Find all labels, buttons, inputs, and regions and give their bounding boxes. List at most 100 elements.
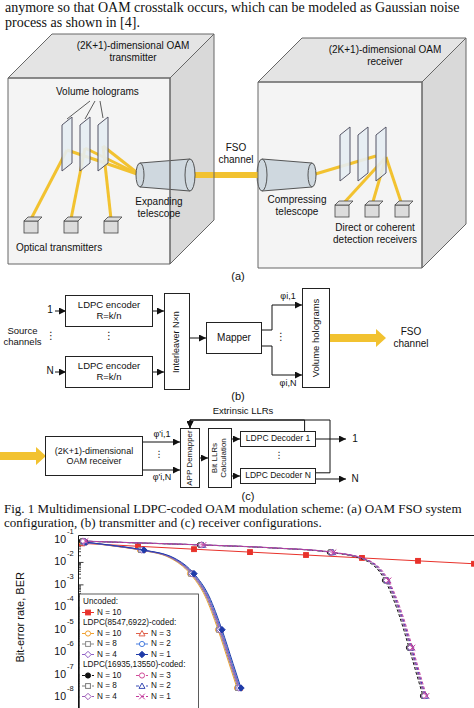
legend-entry: N = 8 xyxy=(97,681,117,690)
connector-label: φ'i,N xyxy=(146,472,178,482)
part-label: Source channels xyxy=(0,326,45,348)
legend-entry: N = 3 xyxy=(151,629,171,638)
signal-connector xyxy=(232,439,240,440)
data-marker xyxy=(192,547,197,552)
data-marker xyxy=(139,641,144,646)
panel-label: (a) xyxy=(226,270,250,283)
legend-heading: Uncoded: xyxy=(83,597,198,606)
node-label: Volume holograms xyxy=(311,290,321,386)
data-marker xyxy=(86,610,91,615)
axis-tick xyxy=(79,588,82,589)
data-marker xyxy=(85,673,90,678)
axis-tick xyxy=(79,589,82,590)
part-label: Compressing telescope xyxy=(262,194,332,217)
signal-connector xyxy=(262,346,302,375)
ber-curve xyxy=(82,543,474,563)
node-label: APP Demapper xyxy=(186,430,195,486)
data-marker xyxy=(139,631,145,636)
connector-label: φi,N xyxy=(275,378,301,388)
part-label: Optical transmitters xyxy=(16,242,136,254)
legend-entry: N = 2 xyxy=(151,681,171,690)
output-index: 1 xyxy=(350,433,360,445)
demapper-box: APP Demapper xyxy=(180,428,200,488)
axis-title: Bit-error rate, BER xyxy=(14,552,27,682)
data-marker xyxy=(139,694,145,700)
legend-entry: N = 10 xyxy=(97,671,121,680)
legend-box xyxy=(80,594,199,708)
node-label: LDPC Decoder N xyxy=(242,471,314,481)
node-label: Bit LLRs Calculation xyxy=(211,430,229,486)
axis-tick xyxy=(79,562,84,563)
housing-face xyxy=(258,38,466,82)
volume-hologram xyxy=(62,117,386,181)
axis-tick xyxy=(79,567,82,568)
data-marker xyxy=(141,547,147,553)
signal-connector xyxy=(200,458,208,459)
tick-label: 10 xyxy=(40,623,66,635)
tick-exponent: -5 xyxy=(67,618,78,627)
axis-tick xyxy=(79,585,82,586)
node-label: (2K+1)-dimensional OAM receiver xyxy=(310,44,460,67)
data-marker xyxy=(410,645,416,651)
data-marker xyxy=(85,693,91,699)
receiver-box: (2K+1)-dimensional OAM receiver xyxy=(45,436,143,476)
axis-tick xyxy=(79,574,82,575)
data-marker xyxy=(139,651,145,657)
legend-entry: N = 10 xyxy=(97,629,121,638)
node-label: LDPC encoder R=k/n xyxy=(66,361,152,383)
signal-connector xyxy=(262,305,302,330)
tick-label: 10 xyxy=(40,555,66,567)
data-marker xyxy=(86,684,91,689)
ellipsis: ⋮ xyxy=(274,450,284,460)
tick-exponent: -7 xyxy=(67,663,78,672)
data-marker xyxy=(248,550,253,555)
signal-connector xyxy=(232,476,240,477)
housing-face xyxy=(422,38,466,268)
decoder-box: LDPC Decoder 1 xyxy=(240,431,316,447)
axis-tick xyxy=(79,591,82,592)
data-marker xyxy=(424,693,430,699)
data-marker xyxy=(331,550,337,556)
ber-chart xyxy=(79,536,474,708)
tick-label: 10 xyxy=(40,690,66,702)
tick-label: 10 xyxy=(40,645,66,657)
signal-connector xyxy=(143,470,180,471)
channel-index: N xyxy=(46,365,54,377)
tick-exponent: -4 xyxy=(67,595,78,604)
output-index: N xyxy=(350,473,360,485)
data-marker xyxy=(238,685,244,691)
node-label: (2K+1)-dimensional OAM receiver xyxy=(46,446,142,467)
axis-tick xyxy=(79,569,82,570)
connector-label: φ'i,1 xyxy=(146,429,178,439)
part-label: Direct or coherent detection receivers xyxy=(326,222,424,245)
tick-label: 10 xyxy=(40,533,66,545)
ellipsis: ⋮ xyxy=(46,330,54,342)
axis-tick xyxy=(79,565,82,566)
data-marker xyxy=(139,673,144,678)
channel-index: 1 xyxy=(46,304,54,316)
data-marker xyxy=(386,578,392,584)
axis-tick xyxy=(79,546,82,547)
signal-connector xyxy=(190,338,206,339)
tick-exponent: -6 xyxy=(67,640,78,649)
legend-entry: N = 1 xyxy=(151,650,171,659)
legend-entry: N = 10 xyxy=(97,608,121,617)
housing-face xyxy=(8,34,214,78)
legend-entry: N = 4 xyxy=(97,650,117,659)
part-label: Volume holograms xyxy=(56,86,156,98)
legend-entry: N = 8 xyxy=(97,639,117,648)
legend-entry: N = 3 xyxy=(151,671,171,680)
data-marker xyxy=(191,570,197,576)
encoder-box: LDPC encoder R=k/n xyxy=(65,295,153,327)
node-label: Mapper xyxy=(214,332,254,344)
axis-tick xyxy=(79,584,84,585)
node-label: LDPC Decoder 1 xyxy=(243,434,313,444)
legend-heading: LDPC(8547,6922)-coded: xyxy=(83,618,198,627)
decoder-box: LDPC Decoder N xyxy=(240,468,316,484)
receiver-housing-faces xyxy=(258,38,466,268)
legend-entry: N = 2 xyxy=(151,639,171,648)
part-label: Expanding telescope xyxy=(128,196,190,219)
transmitter-housing: (2K+1)-dimensional OAM transmitter xyxy=(8,34,214,264)
